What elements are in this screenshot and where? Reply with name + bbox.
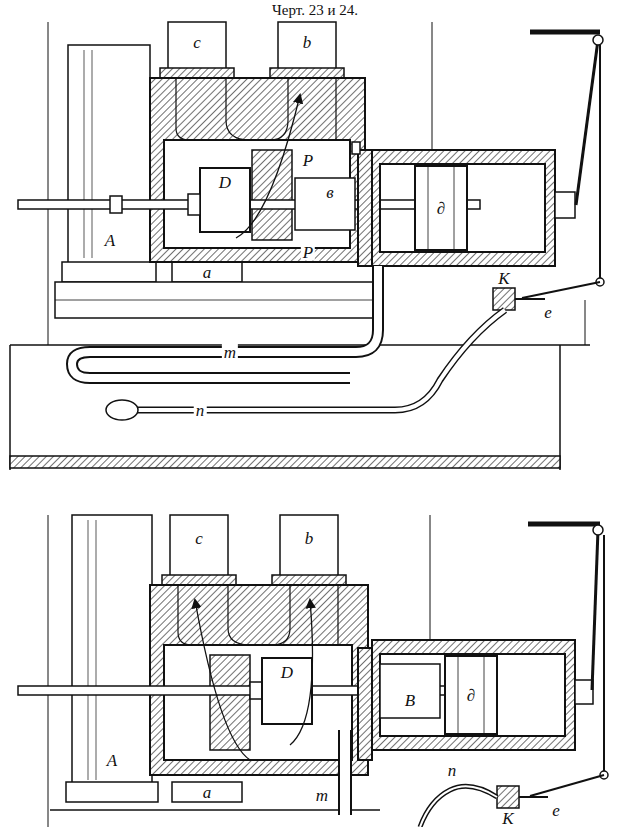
part-letter: K <box>500 810 515 827</box>
part-letter: P <box>301 244 315 261</box>
part-letter: c <box>193 530 205 547</box>
part-letter: n <box>194 402 207 419</box>
part-letter: a <box>201 784 214 801</box>
part-letter: e <box>542 304 554 321</box>
part-letter: a <box>201 264 214 281</box>
part-letter: b <box>301 34 314 51</box>
upper-figure <box>10 22 604 470</box>
part-letter: n <box>446 762 459 779</box>
part-letter: K <box>496 270 511 287</box>
part-letter: A <box>105 752 119 769</box>
part-letter: m <box>314 787 330 804</box>
figure-title: Черт. 23 и 24. <box>269 2 361 19</box>
part-letter: D <box>217 174 233 191</box>
part-letter: в <box>324 184 335 201</box>
part-letter: A <box>103 232 117 249</box>
part-letter: ∂ <box>465 687 477 704</box>
lower-figure <box>18 515 608 827</box>
part-letter: m <box>222 344 238 361</box>
part-letter: c <box>191 34 203 51</box>
part-letter: B <box>403 692 417 709</box>
part-letter: ∂ <box>435 200 447 217</box>
part-letter: D <box>279 664 295 681</box>
part-letter: e <box>550 802 562 819</box>
part-letter: P <box>301 152 315 169</box>
part-letter: b <box>303 530 316 547</box>
